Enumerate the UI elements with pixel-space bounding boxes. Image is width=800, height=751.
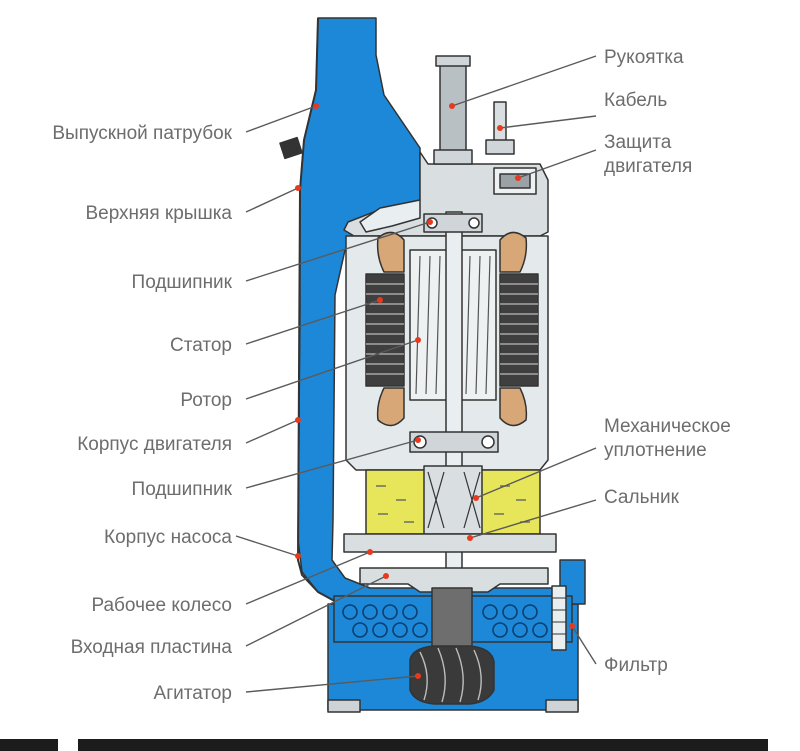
- label-inlet-plate: Входная пластина: [71, 637, 233, 658]
- pump-illustration: [279, 17, 586, 713]
- labels-right: Рукоятка Кабель Защита двигателя Механич…: [604, 47, 731, 676]
- label-motor-housing: Корпус двигателя: [77, 434, 232, 455]
- vent-knob: [279, 136, 303, 160]
- label-rotor: Ротор: [180, 390, 232, 411]
- label-bearing-upper: Подшипник: [132, 272, 233, 293]
- discharge-pipe-wall: [297, 17, 341, 605]
- stator-right: [499, 273, 539, 387]
- mechanical-seal-shape: [423, 465, 483, 535]
- label-pump-housing: Корпус насоса: [104, 527, 232, 548]
- top-cover-rim: [359, 199, 421, 233]
- label-bearing-lower: Подшипник: [132, 479, 233, 500]
- label-stator: Статор: [170, 335, 232, 356]
- label-cable: Кабель: [604, 90, 667, 111]
- cable-shape: [493, 101, 507, 143]
- agitator-shape: [409, 645, 495, 705]
- handle-shape: [439, 59, 467, 161]
- label-impeller: Рабочее колесо: [91, 595, 232, 616]
- label-top-cover: Верхняя крышка: [85, 203, 232, 224]
- impeller-shape: [359, 567, 549, 593]
- base-foot-right: [545, 699, 579, 713]
- stator-left: [365, 273, 405, 387]
- label-mechanical-seal-2: уплотнение: [604, 440, 707, 461]
- label-mechanical-seal-1: Механическое: [604, 416, 731, 437]
- label-motor-protection-1: Защита: [604, 132, 672, 153]
- pump-cover-plate: [343, 533, 557, 553]
- base-foot-left: [327, 699, 361, 713]
- label-oil-seal: Сальник: [604, 487, 680, 508]
- label-motor-protection-2: двигателя: [604, 156, 692, 177]
- winding-bottom-right: [499, 387, 528, 427]
- winding-bottom-left: [376, 387, 405, 427]
- label-agitator: Агитатор: [154, 683, 232, 704]
- winding-top-right: [499, 231, 528, 273]
- stator-lines: [366, 283, 538, 375]
- filter-bolt: [551, 585, 567, 651]
- label-filter: Фильтр: [604, 655, 668, 676]
- upper-bearing-shape: [423, 213, 483, 233]
- markers: [295, 103, 575, 679]
- labels-left: Выпускной патрубок Верхняя крышка Подшип…: [52, 123, 232, 704]
- inlet-holes: [342, 604, 548, 638]
- bottom-bar-right: [78, 739, 768, 751]
- label-discharge: Выпускной патрубок: [52, 123, 232, 144]
- label-handle: Рукоятка: [604, 47, 684, 68]
- leader-lines: [235, 55, 597, 693]
- winding-top-left: [376, 231, 405, 273]
- bottom-bar-left: [0, 739, 58, 751]
